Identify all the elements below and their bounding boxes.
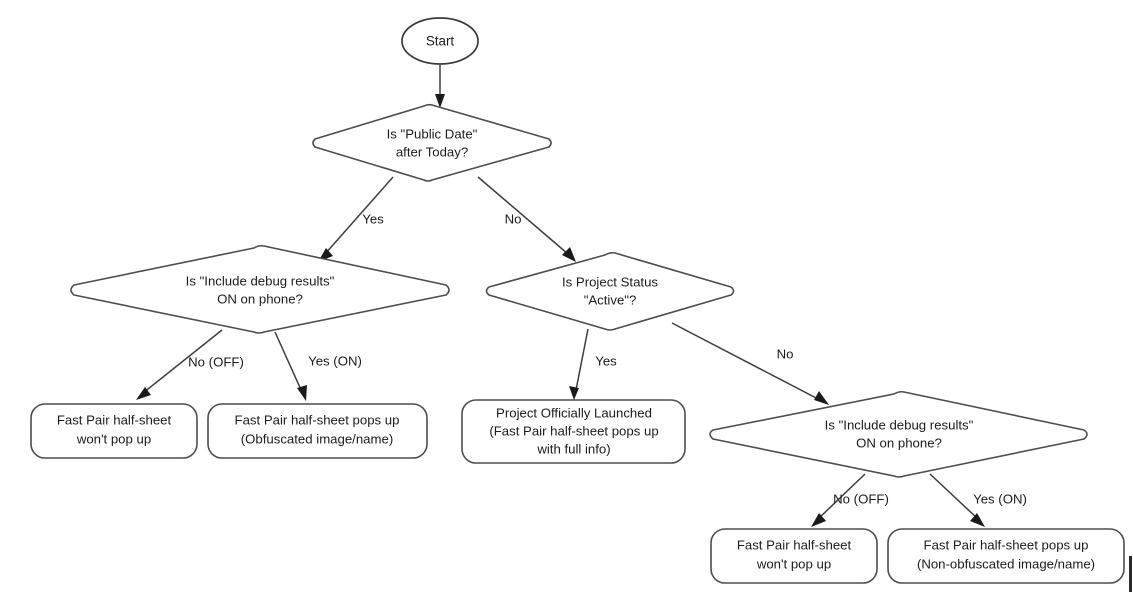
debug-right-label-line2: ON on phone? [856, 435, 942, 450]
node-project-status-decision[interactable]: Is Project Status "Active"? [485, 251, 735, 331]
edge-line [575, 328, 589, 391]
arrow-head [814, 391, 829, 405]
left-off-label-line1: Fast Pair half-sheet [57, 412, 172, 427]
public-date-label-line2: after Today? [396, 144, 468, 159]
edge-debug-left-off: No (OFF) [136, 329, 244, 400]
edge-label-no-off: No (OFF) [833, 491, 889, 506]
node-debug-right-decision[interactable]: Is "Include debug results" ON on phone? [709, 390, 1088, 478]
right-off-label-line1: Fast Pair half-sheet [737, 537, 852, 552]
start-ellipse [401, 17, 479, 65]
left-on-label-line2: (Obfuscated image/name) [241, 431, 393, 446]
node-right-on-result[interactable]: Fast Pair half-sheet pops up (Non-obfusc… [887, 528, 1125, 584]
debug-left-label-line1: Is "Include debug results" [186, 273, 335, 288]
result-box [30, 403, 198, 459]
edge-artifact-mark [1129, 556, 1132, 592]
edge-project-status-yes: Yes [569, 328, 617, 400]
node-debug-left-decision[interactable]: Is "Include debug results" ON on phone? [70, 244, 450, 334]
public-date-label-line1: Is "Public Date" [387, 126, 478, 141]
edge-line [477, 176, 569, 255]
edge-line [817, 473, 866, 520]
project-status-label-line1: Is Project Status [562, 274, 658, 289]
left-off-label-line2: won't pop up [76, 431, 151, 446]
decision-diamond [312, 103, 552, 182]
node-left-on-result[interactable]: Fast Pair half-sheet pops up (Obfuscated… [207, 403, 428, 459]
arrow-head [297, 385, 307, 401]
arrow-head [811, 513, 826, 527]
arrow-head [136, 387, 151, 400]
decision-diamond [485, 251, 735, 331]
debug-right-label-line1: Is "Include debug results" [825, 417, 974, 432]
node-launched-result[interactable]: Project Officially Launched (Fast Pair h… [461, 399, 686, 464]
launched-label-line3: with full info) [536, 441, 610, 456]
right-on-label-line2: (Non-obfuscated image/name) [917, 556, 1095, 571]
edge-public-date-yes: Yes [318, 176, 394, 262]
result-box [710, 528, 878, 584]
node-public-date-decision[interactable]: Is "Public Date" after Today? [312, 103, 552, 182]
edge-project-status-no: No [671, 322, 829, 405]
edge-debug-left-on: Yes (ON) [274, 331, 362, 401]
right-off-label-line2: won't pop up [756, 556, 831, 571]
edge-debug-right-on: Yes (ON) [929, 473, 1027, 527]
edge-line [142, 329, 223, 394]
launched-label-line2: (Fast Pair half-sheet pops up [489, 423, 658, 438]
edge-label-yes-on: Yes (ON) [308, 353, 362, 368]
left-on-label-line1: Fast Pair half-sheet pops up [235, 412, 400, 427]
project-status-label-line2: "Active"? [584, 292, 637, 307]
edge-label-yes: Yes [362, 211, 384, 226]
arrow-head [970, 513, 985, 527]
decision-diamond [709, 390, 1088, 478]
debug-left-label-line2: ON on phone? [217, 291, 303, 306]
edge-public-date-no: No [477, 176, 576, 262]
arrow-head [569, 386, 579, 400]
edge-line [324, 176, 394, 255]
result-box [207, 403, 428, 459]
node-right-off-result[interactable]: Fast Pair half-sheet won't pop up [710, 528, 878, 584]
result-box [887, 528, 1125, 584]
edge-label-yes-on: Yes (ON) [973, 491, 1027, 506]
edge-label-yes: Yes [595, 353, 617, 368]
launched-label-line1: Project Officially Launched [496, 405, 652, 420]
edge-label-no: No [777, 346, 794, 361]
edge-label-no: No [505, 211, 522, 226]
node-left-off-result[interactable]: Fast Pair half-sheet won't pop up [30, 403, 198, 459]
arrow-head [562, 247, 576, 262]
arrow-head [435, 94, 445, 108]
edge-label-no-off: No (OFF) [188, 354, 244, 369]
edge-start-to-public-date [435, 65, 445, 108]
edge-debug-right-off: No (OFF) [811, 473, 889, 527]
result-box [461, 399, 686, 464]
edge-line [929, 473, 979, 520]
right-on-label-line1: Fast Pair half-sheet pops up [924, 537, 1089, 552]
node-start[interactable]: Start [401, 17, 479, 65]
edge-line [671, 322, 821, 401]
decision-diamond [70, 244, 450, 334]
edge-line [274, 331, 303, 393]
start-label: Start [426, 34, 455, 49]
